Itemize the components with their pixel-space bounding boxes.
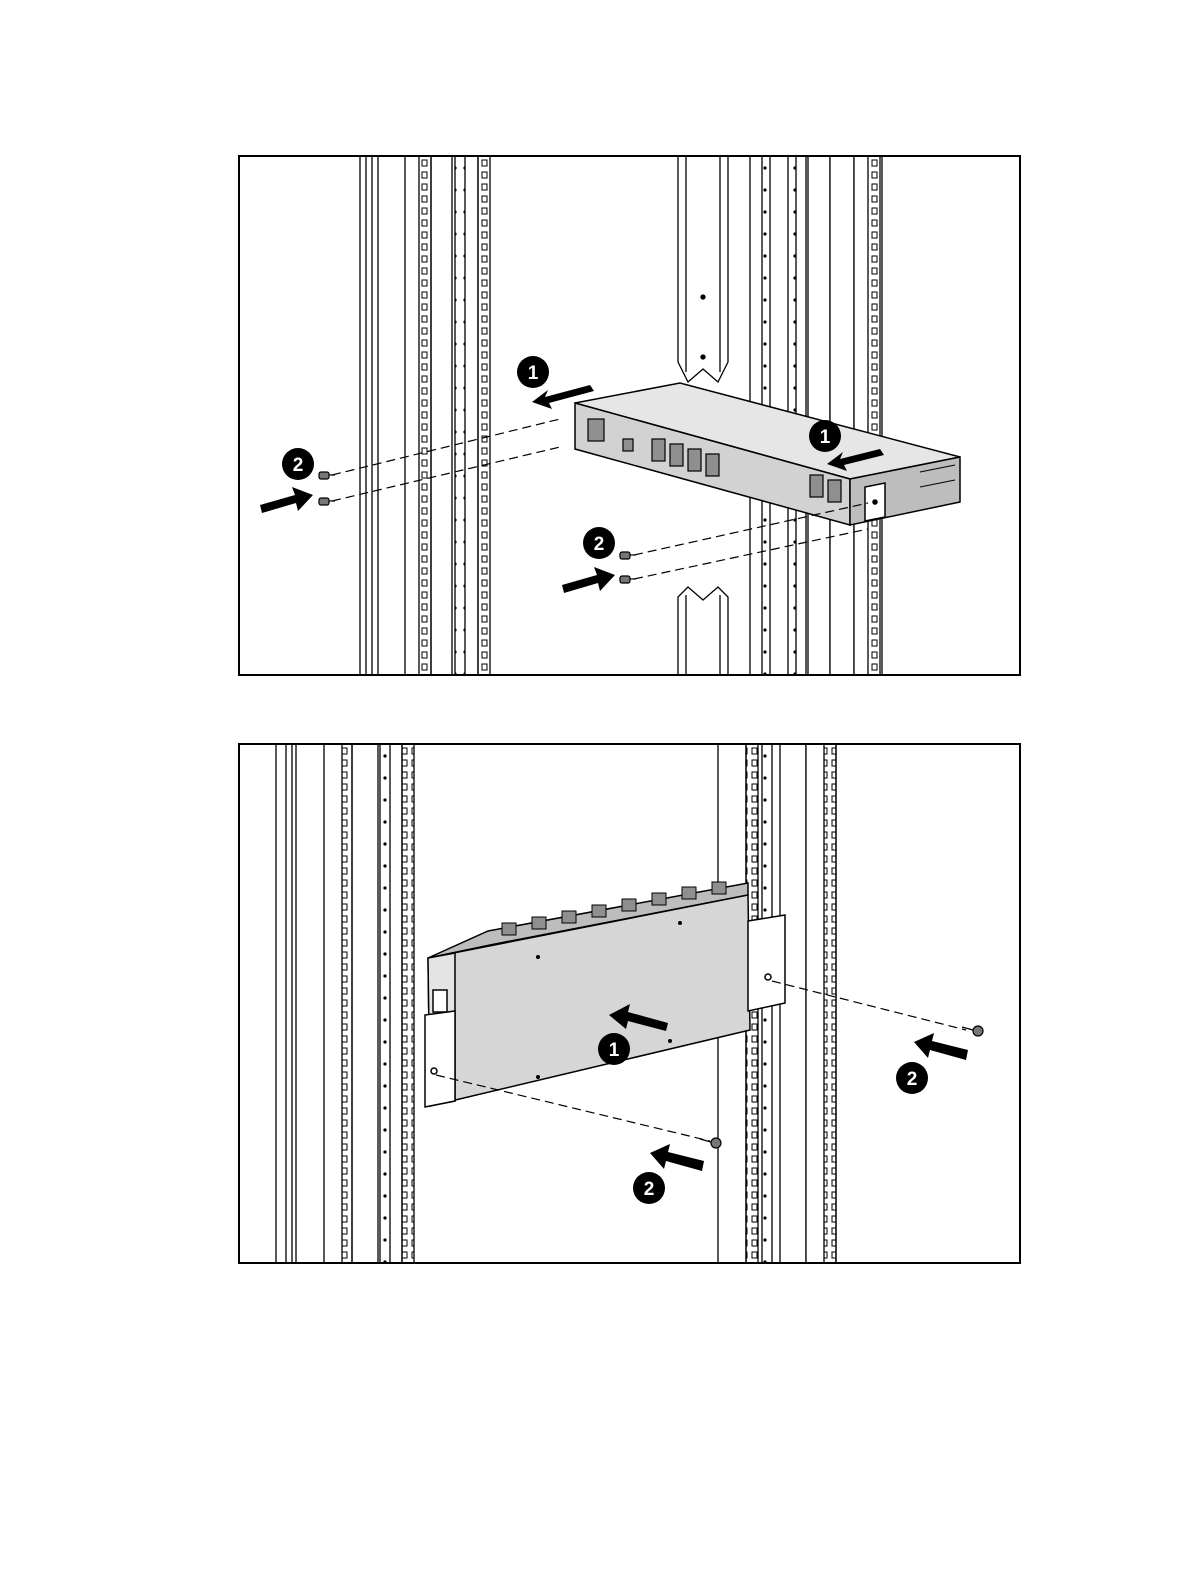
horizontal-mount-illustration: 1 1 2 2 bbox=[240, 157, 1019, 674]
svg-text:2: 2 bbox=[907, 1069, 918, 1090]
callout-1a: 1 bbox=[517, 356, 549, 388]
rack-rail-center-upper bbox=[678, 157, 728, 382]
callout-2a: 2 bbox=[282, 448, 314, 480]
callout-2a: 2 bbox=[633, 1172, 665, 1204]
svg-text:1: 1 bbox=[820, 427, 831, 448]
callout-1: 1 bbox=[598, 1033, 630, 1065]
rack-rail-left bbox=[276, 745, 414, 1262]
svg-text:2: 2 bbox=[644, 1179, 655, 1200]
svg-text:2: 2 bbox=[594, 534, 605, 555]
svg-text:1: 1 bbox=[609, 1040, 620, 1061]
vertical-mount-illustration: 1 2 2 bbox=[240, 745, 1019, 1262]
rack-rail-left bbox=[360, 157, 490, 674]
svg-text:2: 2 bbox=[293, 455, 304, 476]
svg-text:1: 1 bbox=[528, 363, 539, 384]
figure-horizontal-mount: 1 1 2 2 bbox=[238, 155, 1021, 676]
rack-rail-center-lower bbox=[678, 587, 728, 674]
figure-vertical-mount: 1 2 2 bbox=[238, 743, 1021, 1264]
callout-2b: 2 bbox=[896, 1062, 928, 1094]
callout-1b: 1 bbox=[809, 420, 841, 452]
callout-2b: 2 bbox=[583, 527, 615, 559]
